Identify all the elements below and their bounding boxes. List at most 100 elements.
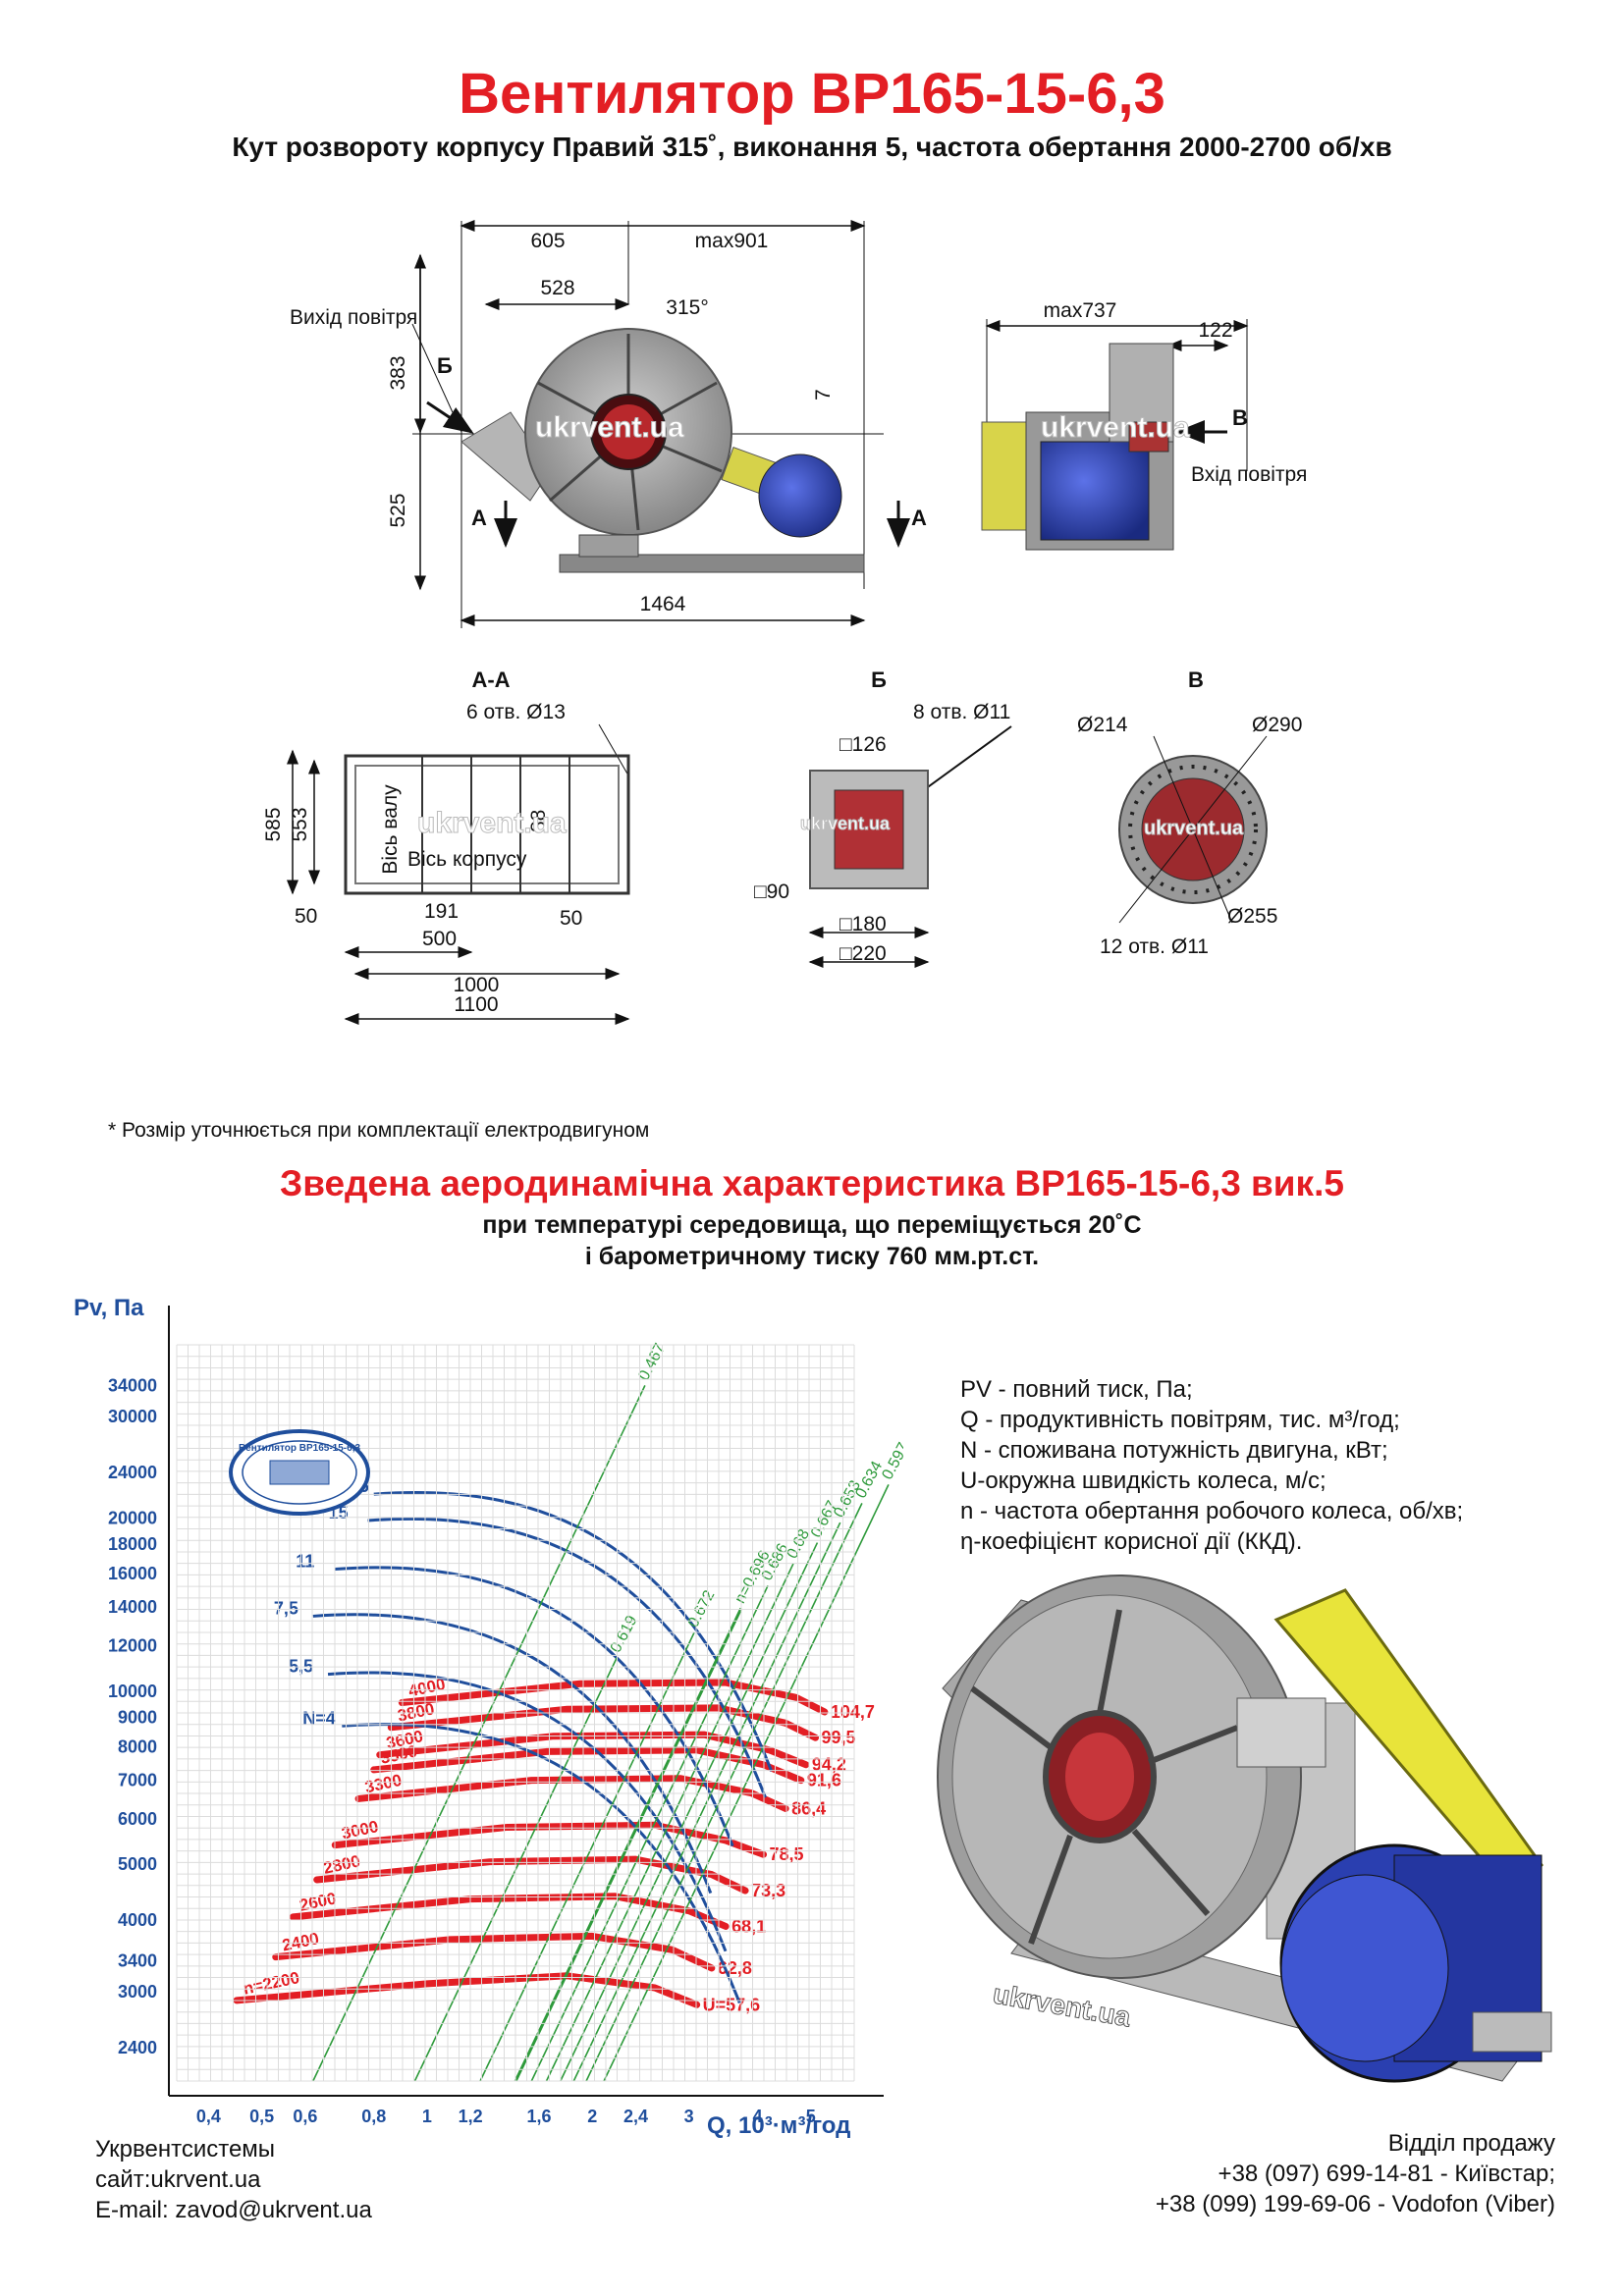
x-tick-label: 3 — [684, 2107, 694, 2126]
y-tick-label: 14000 — [108, 1597, 157, 1617]
x-tick-label: 1 — [422, 2107, 432, 2126]
aero-subtitle-2: і барометричному тиску 760 мм.рт.ст. — [584, 1243, 1040, 1270]
x-tick-label: 1,2 — [459, 2107, 483, 2126]
axis-body: Вісь корпусу — [407, 848, 527, 871]
v-watermark: ukrvent.ua — [1144, 818, 1244, 839]
y-tick-label: 3000 — [118, 1982, 157, 2002]
aero-subtitle-1: при температурі середовища, що переміщує… — [482, 1211, 1142, 1239]
speed-curve — [376, 1731, 810, 1769]
dim-220: □220 — [839, 942, 887, 965]
section-v: В Ø214 Ø290 Ø255 12 отв. Ø11 ukrvent.ua — [1077, 667, 1302, 958]
legend-item: PV - повний тиск, Па; — [960, 1376, 1193, 1403]
dim-max737: max737 — [1044, 299, 1117, 322]
efficiency-label: 0.467 — [635, 1341, 669, 1383]
y-tick-label: 6000 — [118, 1809, 157, 1829]
y-tick-label: 10000 — [108, 1682, 157, 1701]
y-tick-label: 2400 — [118, 2038, 157, 2057]
dim-191: 191 — [424, 900, 459, 923]
dim-50a: 50 — [295, 905, 317, 928]
dim-126: □126 — [839, 733, 887, 756]
power-curve — [367, 1517, 767, 1798]
legend: PV - повний тиск, Па; Q - продуктивність… — [960, 1374, 1463, 1557]
site-link[interactable]: сайт:ukrvent.ua — [95, 2166, 261, 2193]
x-tick-label: 0,4 — [196, 2107, 221, 2126]
b-watermark: ukrvent.ua — [800, 814, 891, 833]
speed-curve — [370, 1746, 805, 1785]
aa-watermark: ukrvent.ua — [417, 807, 567, 839]
label-a-left: А — [471, 506, 487, 530]
velocity-label: 73,3 — [751, 1881, 785, 1900]
x-tick-label: 2,4 — [623, 2107, 648, 2126]
velocity-label: 99,5 — [822, 1728, 856, 1747]
dim-50b: 50 — [560, 907, 582, 930]
sales-dept: Відділ продажу — [1387, 2130, 1555, 2157]
section-b: Б 8 отв. Ø11 □126 □90 □180 □220 ukrvent.… — [754, 667, 1012, 968]
y-tick-label: 18000 — [108, 1534, 157, 1554]
dim-553: 553 — [289, 807, 311, 841]
y-tick-label: 20000 — [108, 1508, 157, 1527]
y-tick-label: 34000 — [108, 1375, 157, 1395]
email-link[interactable]: E-mail: zavod@ukrvent.ua — [95, 2197, 372, 2223]
y-axis-label: Pv, Па — [74, 1295, 144, 1321]
section-b-holes: 8 отв. Ø11 — [913, 701, 1010, 723]
dim-255: Ø255 — [1227, 905, 1277, 928]
x-tick-label: 0,8 — [361, 2107, 386, 2126]
axis-shaft: Вісь валу — [379, 784, 402, 875]
section-v-title: В — [1188, 667, 1204, 692]
dim-315: 315° — [666, 296, 708, 319]
dim-525: 525 — [387, 493, 409, 527]
phone-vodafone[interactable]: +38 (099) 199-69-06 - Vodofon (Viber) — [1155, 2191, 1555, 2217]
dim-max901: max901 — [695, 230, 769, 252]
page-title: Вентилятор ВР165-15-6,3 — [459, 62, 1165, 126]
y-tick-label: 30000 — [108, 1407, 157, 1426]
drawing-watermark: ukrvent.ua — [535, 411, 684, 444]
side-view: max737 122 В Вхід повітря ukrvent.ua — [981, 299, 1307, 551]
dim-90: □90 — [754, 881, 789, 903]
dim-383: 383 — [387, 355, 409, 390]
y-tick-label: 3400 — [118, 1950, 157, 1970]
front-view: 605 max901 528 315° Вихід повітря 383 52… — [290, 220, 927, 628]
contacts-left: Укрвентсистемы сайт:ukrvent.ua E-mail: z… — [95, 2134, 372, 2225]
footnote: * Розмір уточнюється при комплектації ел… — [108, 1119, 650, 1142]
y-tick-label: 24000 — [108, 1463, 157, 1482]
x-tick-label: 0,5 — [249, 2107, 274, 2126]
dim-605: 605 — [530, 230, 565, 252]
label-b: Б — [437, 353, 453, 378]
efficiency-line — [530, 1584, 769, 2082]
y-tick-label: 4000 — [118, 1910, 157, 1930]
velocity-label: 91,6 — [807, 1771, 841, 1790]
speed-curve — [331, 1821, 768, 1858]
power-label: 7,5 — [274, 1598, 298, 1618]
legend-item: η-коефіцієнт корисної дії (ККД). — [960, 1528, 1303, 1555]
manufacturer-logo: Вентилятор ВР165-15-6,3 — [229, 1429, 370, 1516]
outlet-label: Вихід повітря — [290, 306, 417, 329]
x-axis-label: Q, 10³·м³/год — [707, 2112, 850, 2139]
power-label: N=4 — [302, 1708, 336, 1728]
y-tick-label: 5000 — [118, 1854, 157, 1874]
power-curve — [373, 1491, 774, 1772]
side-watermark: ukrvent.ua — [1041, 411, 1190, 444]
dim-180: □180 — [839, 913, 887, 935]
fan-illustration: ukrvent.ua — [937, 1575, 1552, 2083]
label-v: В — [1232, 405, 1248, 430]
efficiency-line — [585, 1502, 863, 2082]
label-a-right: А — [911, 506, 927, 530]
section-aa-holes: 6 отв. Ø13 — [466, 701, 566, 723]
speed-curve — [354, 1775, 789, 1812]
dim-290: Ø290 — [1252, 714, 1302, 736]
speed-curve — [313, 1855, 749, 1895]
aero-title: Зведена аеродинамічна характеристика ВР1… — [280, 1163, 1344, 1203]
dim-1464: 1464 — [640, 593, 686, 615]
phone-kyivstar[interactable]: +38 (097) 699-14-81 - Київстар; — [1218, 2161, 1555, 2187]
inlet-label: Вхід повітря — [1191, 463, 1307, 486]
y-tick-label: 12000 — [108, 1635, 157, 1655]
power-label: 11 — [296, 1551, 314, 1571]
section-aa: А-А 6 отв. Ø13 Вісь валу Вісь корпусу 58… — [262, 667, 630, 1025]
x-tick-label: 5 — [806, 2107, 816, 2126]
x-tick-label: 4 — [753, 2107, 763, 2126]
velocity-label: U=57,6 — [703, 1995, 761, 2014]
velocity-label: 104,7 — [831, 1702, 875, 1722]
dim-585: 585 — [262, 807, 285, 841]
logo-text: Вентилятор ВР165-15-6,3 — [239, 1443, 361, 1454]
contacts-right: Відділ продажу +38 (097) 699-14-81 - Киї… — [1156, 2128, 1555, 2219]
